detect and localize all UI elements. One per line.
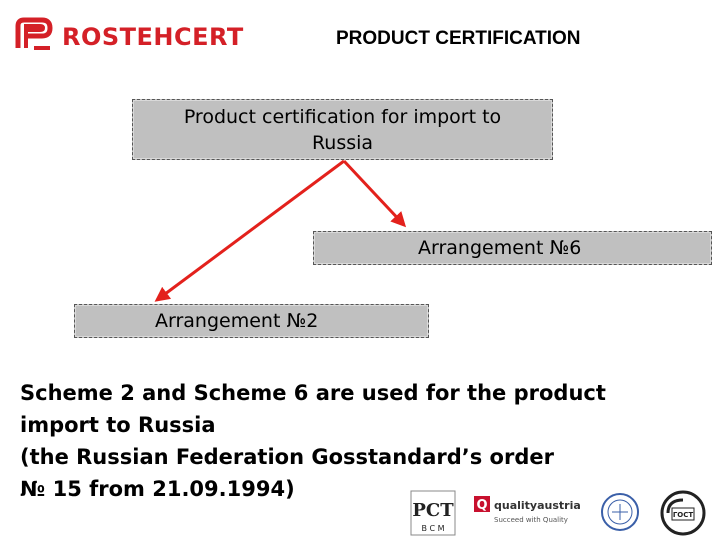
page-title: PRODUCT CERTIFICATION	[336, 28, 581, 49]
quality-austria-tagline: Succeed with Quality	[494, 516, 568, 524]
scheme-description-line4: № 15 from 21.09.1994)	[20, 477, 295, 501]
gost-logo-text: ГОСТ	[673, 511, 694, 519]
scheme-description-line2: import to Russia	[20, 413, 216, 437]
arrangement6-box: Arrangement №6	[313, 231, 712, 265]
product-certification-line1: Product certification for import to	[183, 106, 502, 128]
quality-austria-logo: Q qualityaustria Succeed with Quality	[474, 496, 581, 524]
svg-text:РСТ: РСТ	[412, 500, 454, 521]
product-certification-box: Product certification for import to Russ…	[132, 99, 553, 160]
pct-logo-bottom-text: В С М	[421, 524, 444, 533]
brand-name: ROSTEHCERT	[62, 23, 244, 51]
gost-certification-logo: ГОСТ	[660, 490, 706, 536]
svg-text:Q: Q	[476, 498, 487, 513]
rostehcert-logo-icon	[15, 17, 53, 50]
circular-certification-logo	[601, 493, 639, 531]
arrow-to-arrangement6	[342, 159, 407, 228]
pct-certification-logo: РСТ В С М	[410, 490, 456, 536]
quality-austria-name: qualityaustria	[494, 499, 581, 512]
scheme-description-line3: (the Russian Federation Gosstandard’s or…	[20, 445, 554, 469]
arrangement2-box: Arrangement №2	[74, 304, 429, 338]
scheme-description: Scheme 2 and Scheme 6 are used for the p…	[20, 377, 710, 505]
product-certification-line2: Russia	[311, 132, 374, 154]
rostehcert-logo: ROSTEHCERT	[12, 16, 244, 52]
scheme-description-line1: Scheme 2 and Scheme 6 are used for the p…	[20, 381, 606, 405]
